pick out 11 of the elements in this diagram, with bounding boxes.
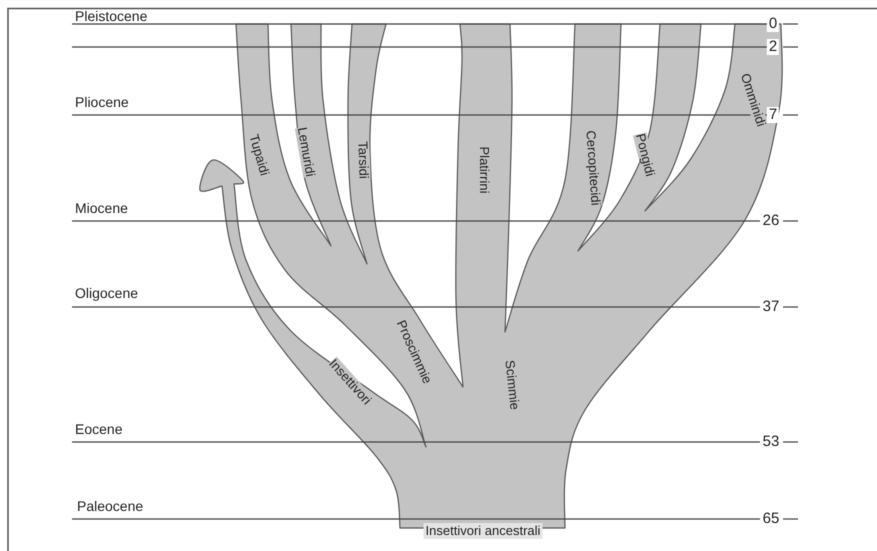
epoch-label: Eocene	[75, 421, 122, 437]
epoch-label: Paleocene	[77, 498, 144, 514]
epoch-label: Pleistocene	[75, 8, 148, 24]
age-number: 7	[766, 107, 780, 123]
lineage-label: Insettivori ancestrali	[424, 523, 542, 539]
age-number: 0	[766, 16, 780, 32]
epoch-label: Miocene	[75, 200, 128, 216]
epoch-label: Pliocene	[75, 94, 129, 110]
lineage-label: Platirrini	[477, 146, 491, 194]
age-number: 2	[766, 39, 780, 55]
epoch-label: Oligocene	[75, 285, 138, 301]
